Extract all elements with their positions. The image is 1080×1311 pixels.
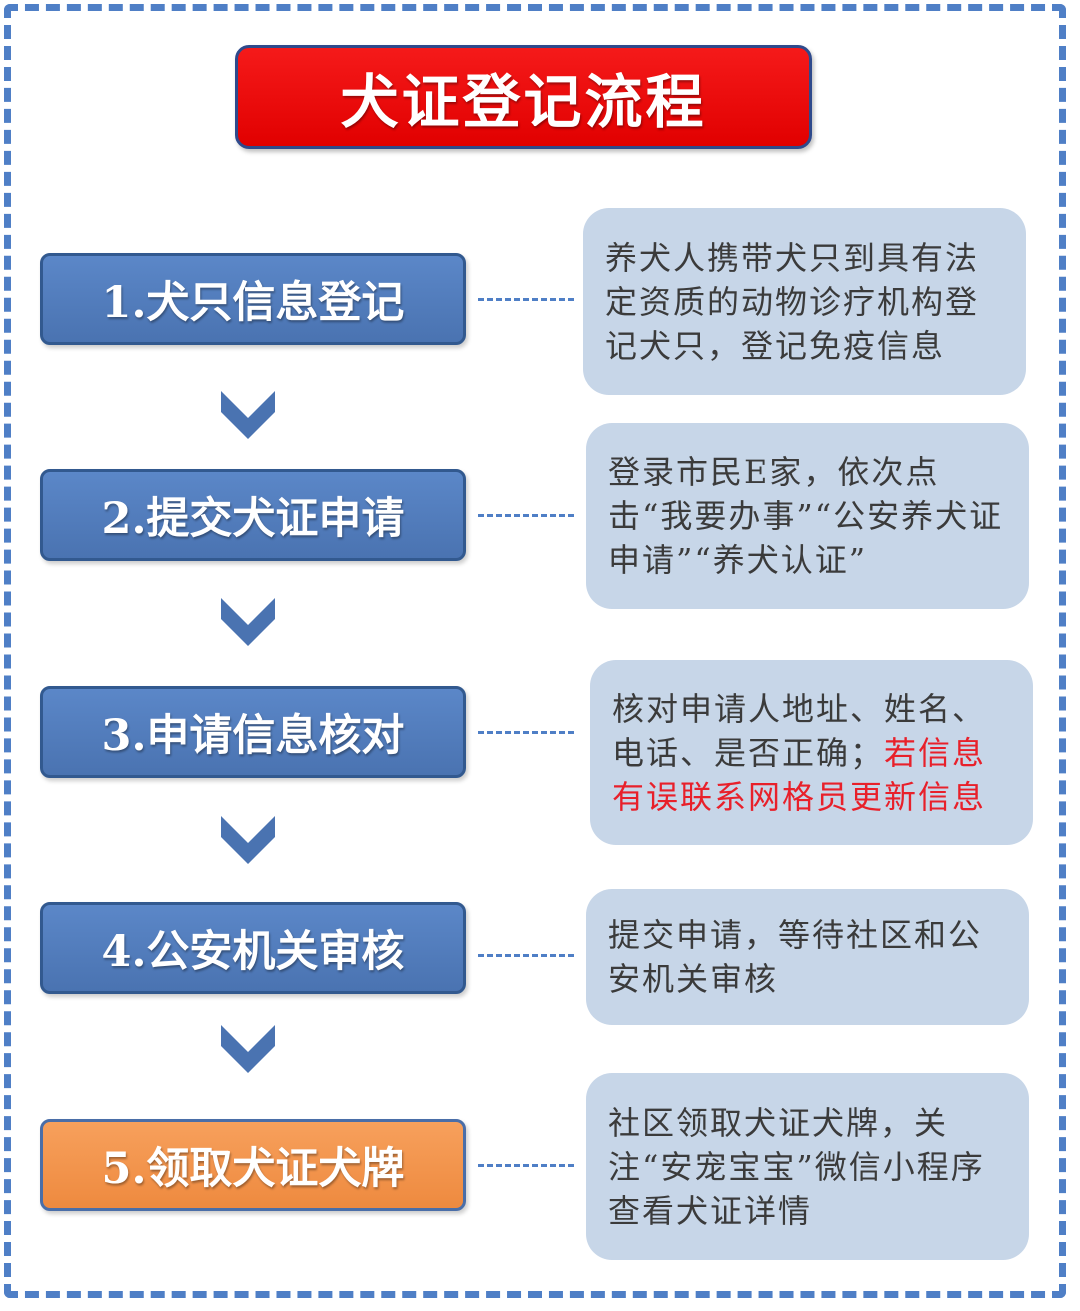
step-2-label: 2.提交犬证申请 (101, 494, 405, 544)
step-3-description-normal: 核对申请人地址、姓名、电话、是否正确； (612, 689, 987, 772)
step-2-description-text: 登录市民E家，依次点击“我要办事”“公安养犬证申请”“养犬认证” (608, 453, 1004, 579)
step-2-description: 登录市民E家，依次点击“我要办事”“公安养犬证申请”“养犬认证” (586, 423, 1029, 609)
step-3-description: 核对申请人地址、姓名、电话、是否正确；若信息有误联系网格员更新信息 (590, 660, 1033, 845)
step-5-connector (478, 1164, 574, 1167)
step-5-description-text: 社区领取犬证犬牌，关注“安宠宝宝”微信小程序查看犬证详情 (608, 1103, 985, 1230)
down-chevron-icon (221, 816, 275, 864)
down-chevron-icon (221, 391, 275, 439)
step-3-description-highlight: 若信息有误联系网格员更新信息 (612, 733, 987, 816)
step-2-connector (478, 514, 574, 517)
step-1-label: 1.犬只信息登记 (101, 278, 405, 328)
step-1-description-text: 养犬人携带犬只到具有法定资质的动物诊疗机构登记犬只，登记免疫信息 (605, 238, 980, 365)
dashed-frame (4, 4, 1066, 1298)
step-3-connector (478, 731, 574, 734)
step-3-label: 3.申请信息核对 (101, 711, 405, 761)
step-4-box: 4.公安机关审核 (40, 902, 466, 994)
down-chevron-icon (221, 1025, 275, 1073)
page-title: 犬证登记流程 (340, 68, 707, 136)
down-chevron-icon (221, 598, 275, 646)
step-5-description: 社区领取犬证犬牌，关注“安宠宝宝”微信小程序查看犬证详情 (586, 1073, 1029, 1260)
step-4-description-text: 提交申请，等待社区和公安机关审核 (608, 916, 983, 998)
title-banner: 犬证登记流程 (235, 45, 812, 149)
step-1-box: 1.犬只信息登记 (40, 253, 466, 345)
step-4-label: 4.公安机关审核 (101, 927, 405, 977)
step-1-description: 养犬人携带犬只到具有法定资质的动物诊疗机构登记犬只，登记免疫信息 (583, 208, 1026, 395)
step-3-box: 3.申请信息核对 (40, 686, 466, 778)
step-2-box: 2.提交犬证申请 (40, 469, 466, 561)
step-3-description-text: 核对申请人地址、姓名、电话、是否正确；若信息有误联系网格员更新信息 (612, 687, 1011, 819)
step-5-box: 5.领取犬证犬牌 (40, 1119, 466, 1211)
step-4-connector (478, 954, 574, 957)
step-5-label: 5.领取犬证犬牌 (101, 1144, 405, 1194)
step-1-connector (478, 298, 574, 301)
step-4-description: 提交申请，等待社区和公安机关审核 (586, 889, 1029, 1025)
